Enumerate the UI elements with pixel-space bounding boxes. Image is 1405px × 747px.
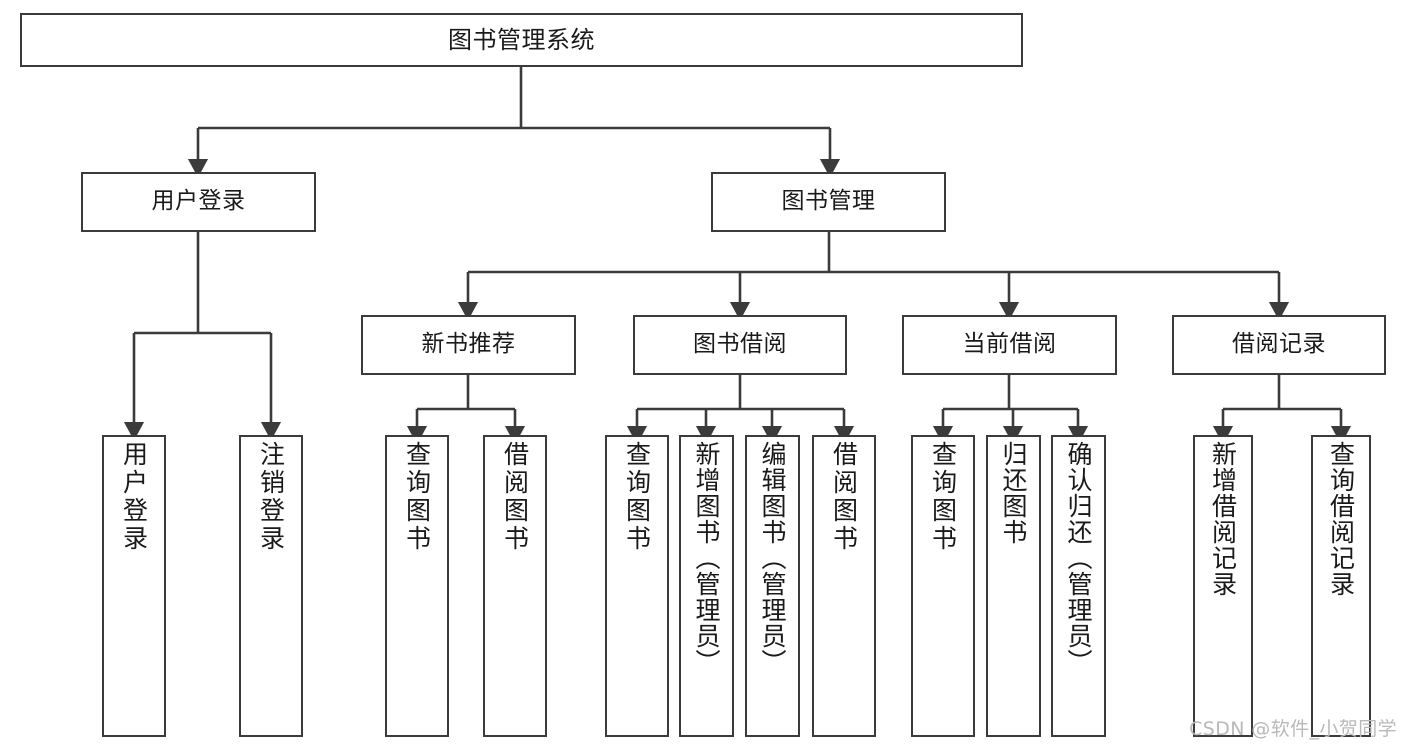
node-label: 图书管理: [781, 188, 876, 215]
node-label: 借阅图书: [500, 441, 530, 553]
node-label: 图书借阅: [693, 331, 787, 358]
node-label: 确认归还（管理员）: [1064, 441, 1093, 675]
node-leaf-add-book-admin[interactable]: 新增图书（管理员）: [679, 435, 734, 737]
node-label: 借阅记录: [1232, 331, 1326, 358]
node-label: 归还图书: [999, 441, 1028, 545]
node-book-borrow[interactable]: 图书借阅: [633, 315, 847, 375]
node-leaf-confirm-return-admin[interactable]: 确认归还（管理员）: [1051, 435, 1106, 737]
node-label: 查询图书: [928, 441, 958, 553]
node-label: 编辑图书（管理员）: [758, 441, 787, 675]
node-leaf-return-book[interactable]: 归还图书: [986, 435, 1041, 737]
node-label: 查询图书: [402, 441, 432, 553]
node-label: 当前借阅: [962, 331, 1057, 358]
node-leaf-borrow-book-1[interactable]: 借阅图书: [483, 435, 547, 737]
node-label: 新增借阅记录: [1208, 441, 1238, 597]
node-label: 用户登录: [119, 441, 149, 553]
node-leaf-logout[interactable]: 注销登录: [239, 435, 303, 737]
node-label: 注销登录: [256, 441, 286, 553]
node-leaf-query-book-3[interactable]: 查询图书: [911, 435, 975, 737]
node-label: 用户登录: [151, 188, 246, 215]
node-label: 图书管理系统: [448, 25, 595, 54]
node-leaf-query-borrow-record[interactable]: 查询借阅记录: [1311, 435, 1371, 737]
node-leaf-edit-book-admin[interactable]: 编辑图书（管理员）: [745, 435, 800, 737]
node-leaf-query-book-1[interactable]: 查询图书: [385, 435, 449, 737]
node-label: 新增图书（管理员）: [692, 441, 721, 675]
node-label: 新书推荐: [421, 331, 516, 358]
node-label: 借阅图书: [829, 441, 859, 553]
node-label: 查询借阅记录: [1326, 441, 1356, 597]
node-new-book-recommend[interactable]: 新书推荐: [361, 315, 576, 375]
node-leaf-borrow-book-2[interactable]: 借阅图书: [812, 435, 876, 737]
node-leaf-user-login[interactable]: 用户登录: [102, 435, 166, 737]
node-root[interactable]: 图书管理系统: [20, 13, 1023, 67]
node-user-login[interactable]: 用户登录: [81, 172, 316, 232]
node-leaf-add-borrow-record[interactable]: 新增借阅记录: [1193, 435, 1253, 737]
node-current-borrow[interactable]: 当前借阅: [902, 315, 1117, 375]
node-label: 查询图书: [622, 441, 652, 553]
node-borrow-record[interactable]: 借阅记录: [1172, 315, 1386, 375]
node-leaf-query-book-2[interactable]: 查询图书: [605, 435, 669, 737]
node-book-manage[interactable]: 图书管理: [711, 172, 946, 232]
